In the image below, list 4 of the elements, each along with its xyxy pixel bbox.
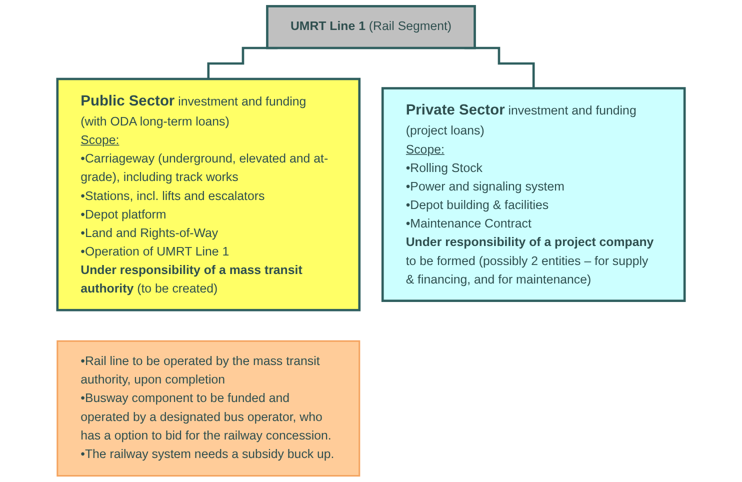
node-box: •Rail line to be operated by the mass transit authority, upon completion •Busway component to be funded and operated by a designated bus operator, who has a option to bid for the railway concession. •The railway system needs a subsidy buck up.	[56, 340, 360, 477]
node-box: Public Sector investment and funding (with ODA long-term loans) Scope: •Carriageway (underground, elevated and at-grade), including track works •Stations, incl. lifts and escalators •Depot platform •Land and Rights-of-Way •Operation of UMRT Line 1 Under responsibility of a mass transit authority (to be created)	[56, 78, 361, 312]
node-box: UMRT Line 1 (Rail Segment)	[266, 5, 476, 50]
node-box: Private Sector investment and funding (project loans) Scope: •Rolling Stock •Power and signaling system •Depot building & facilities •Maintenance Contract Under responsibility of a project company to be formed (possibly 2 entities – for supply & financing, and for maintenance)	[381, 87, 686, 302]
